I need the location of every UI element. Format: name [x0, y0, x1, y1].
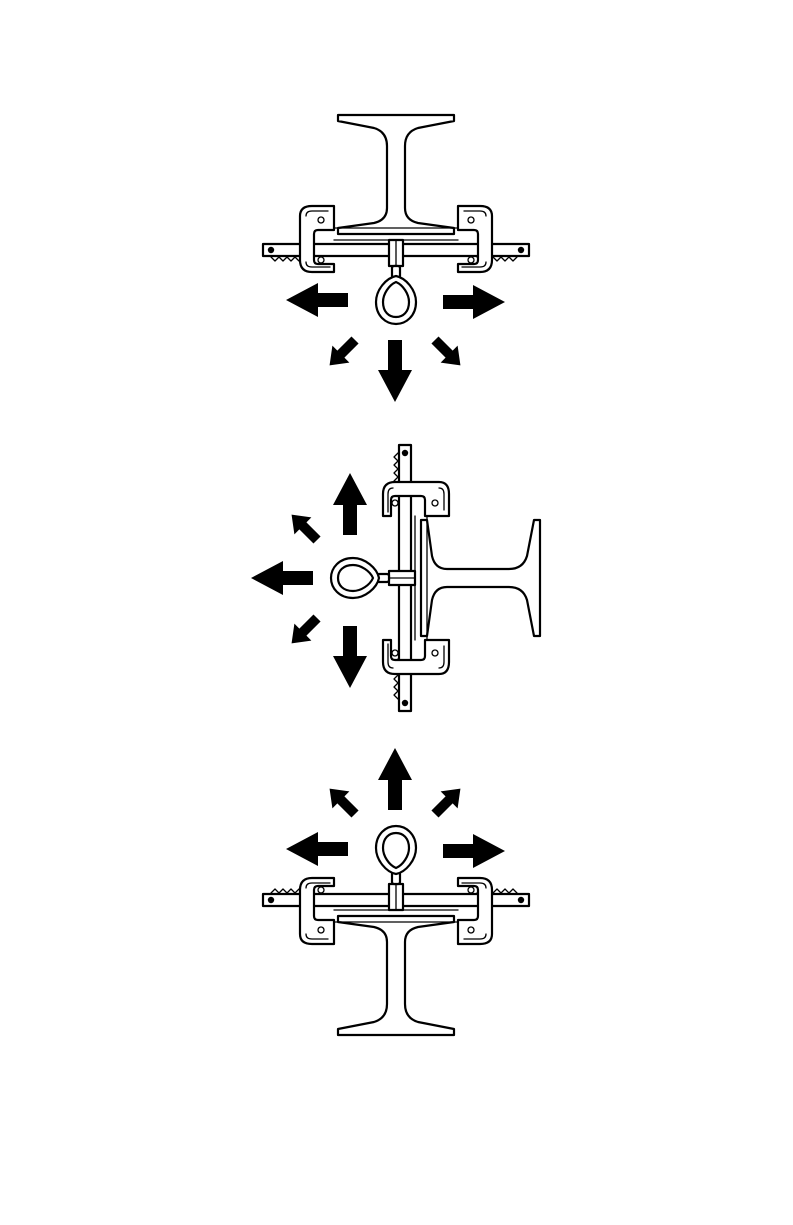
arrow-right-icon	[443, 285, 505, 319]
arrow-down-left-icon	[321, 331, 363, 373]
arrow-up-icon	[378, 748, 412, 810]
arrow-right-icon	[443, 834, 505, 868]
middle-figure	[251, 445, 540, 711]
arrow-up-right-icon	[426, 780, 468, 822]
arrow-up-left-icon	[321, 780, 363, 822]
middle-assembly	[331, 445, 540, 711]
bottom-figure	[263, 748, 529, 1035]
arrow-down-icon	[333, 626, 367, 688]
arrow-down-icon	[378, 340, 412, 402]
arrow-up-icon	[333, 473, 367, 535]
arrow-left-icon	[286, 283, 348, 317]
arrow-down-left-icon	[283, 609, 325, 651]
top-figure	[263, 115, 529, 402]
arrow-left-icon	[251, 561, 313, 595]
arrow-left-icon	[286, 832, 348, 866]
arrow-down-right-icon	[426, 331, 468, 373]
arrow-up-left-icon	[283, 506, 325, 548]
